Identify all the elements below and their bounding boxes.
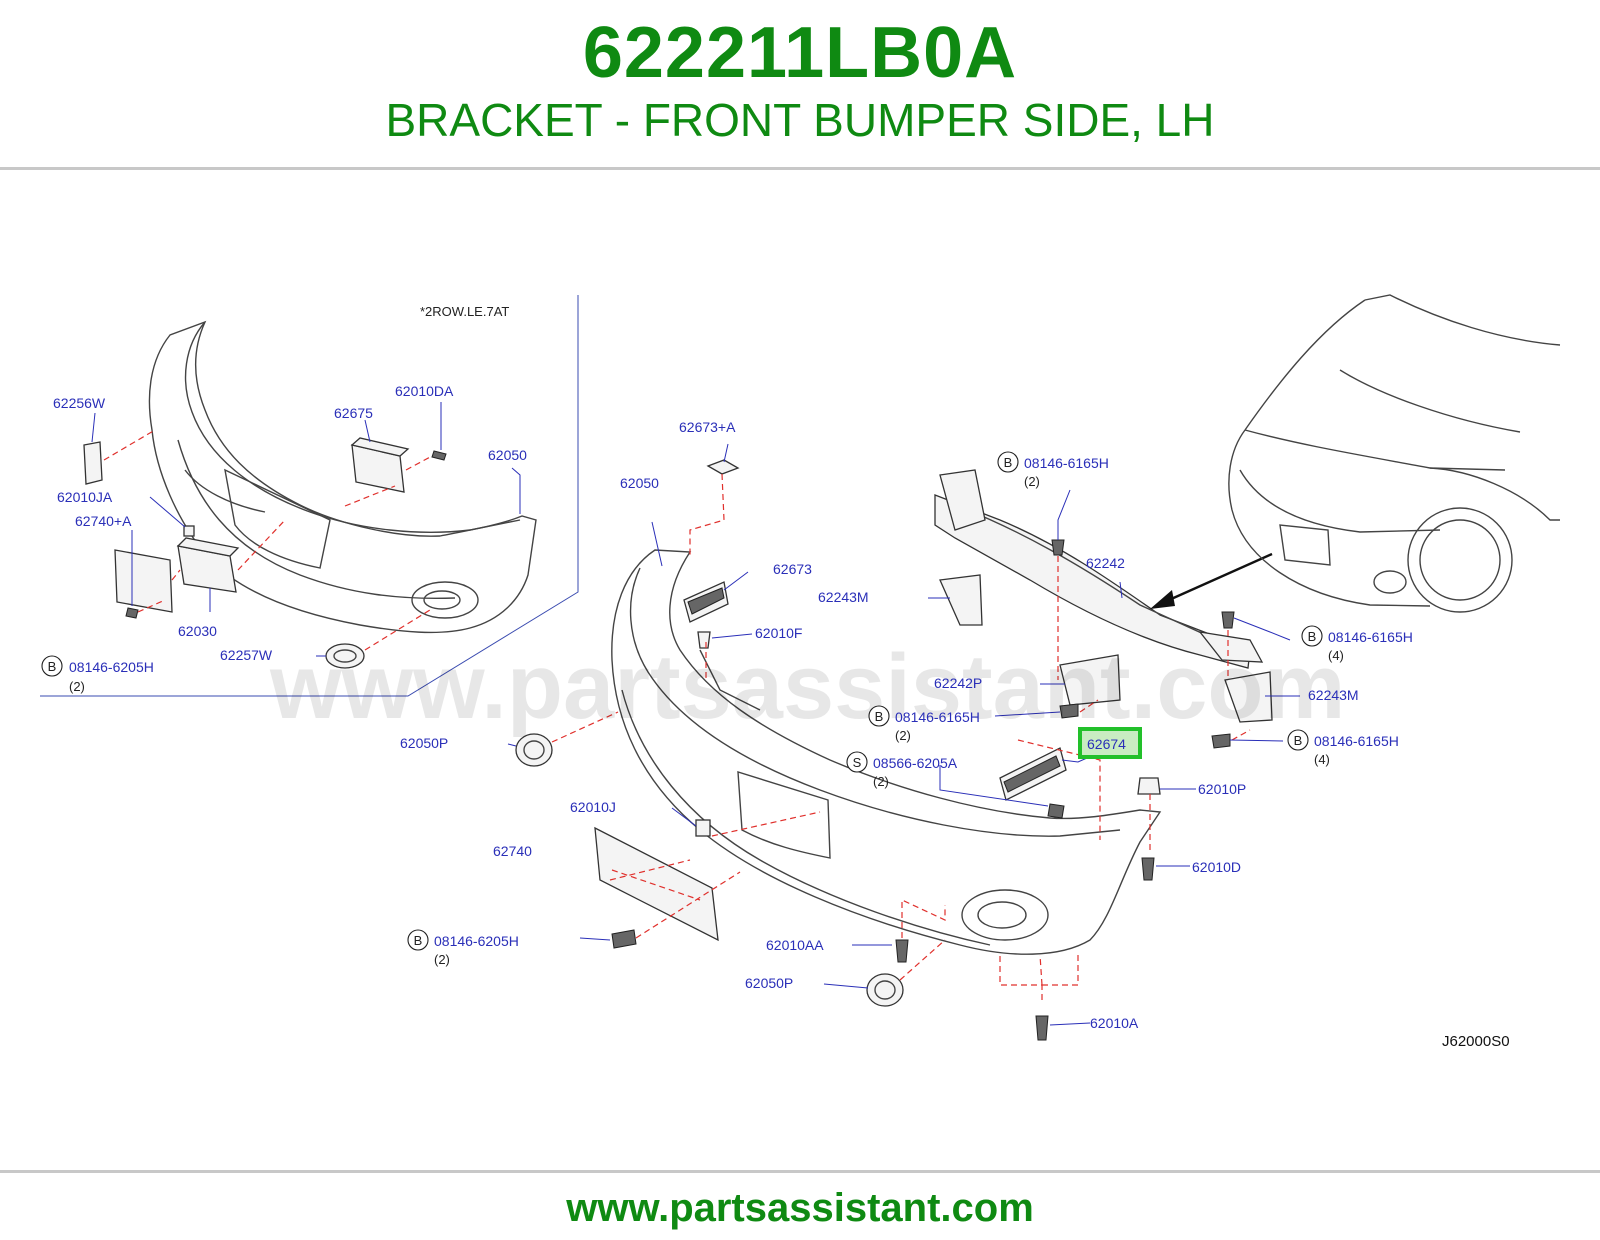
callout-label-highlighted[interactable]: 62674 [1087,736,1126,752]
watermark-text: www.partsassistant.com [269,636,1345,738]
callout-label[interactable]: 08146-6165H [1024,455,1109,471]
bolt-type-badge [1301,625,1323,647]
header-divider [0,167,1600,170]
vehicle-sketch [1228,294,1561,613]
callout-label[interactable]: 62740+A [75,513,132,529]
callout-label[interactable]: 62010A [1090,1015,1139,1031]
footer-url[interactable]: www.partsassistant.com [566,1186,1034,1230]
footer-divider [0,1170,1600,1173]
callout-label[interactable]: 62010JA [57,489,113,505]
callout-label[interactable]: 08146-6165H [1314,733,1399,749]
callout-label[interactable]: 62243M [1308,687,1359,703]
reinforcement-drawing [928,469,1300,749]
inset-bumper-drawing [40,295,579,697]
variant-note: *2ROW.LE.7AT [420,304,509,319]
callout-label[interactable]: 62242P [934,675,982,691]
callout-label[interactable]: 62010P [1198,781,1246,797]
callout-label[interactable]: 62242 [1086,555,1125,571]
bolt-type-letter: B [1294,733,1303,748]
callout-label[interactable]: 62256W [53,395,106,411]
part-description: BRACKET - FRONT BUMPER SIDE, LH [385,94,1215,146]
bolt-type-letter: B [1308,629,1317,644]
callout-label[interactable]: 62050P [745,975,793,991]
bolt-type-letter: B [875,709,884,724]
callout-label[interactable]: 08146-6205H [434,933,519,949]
callout-qty: (4) [1314,752,1330,767]
callout-labels: 62256W 62675 62010DA 62050 62010JA 62740… [41,383,1413,1031]
callout-qty: (2) [434,952,450,967]
callout-label[interactable]: 62675 [334,405,373,421]
bolt-type-badge [41,655,63,677]
highlighted-part-box [1078,727,1142,759]
callout-label[interactable]: 62740 [493,843,532,859]
callout-qty: (2) [69,679,85,694]
screw-type-badge [846,751,868,773]
callout-label[interactable]: 08566-6205A [873,755,958,771]
callout-label[interactable]: 62050 [620,475,659,491]
callout-qty: (2) [873,774,889,789]
callout-label[interactable]: 62050P [400,735,448,751]
drawing-code: J62000S0 [1442,1033,1510,1050]
bolt-type-letter: B [1004,455,1013,470]
callout-qty: (2) [1024,474,1040,489]
callout-label[interactable]: 62010F [755,625,802,641]
bolt-type-letter: B [414,933,423,948]
callout-label[interactable]: 62010AA [766,937,824,953]
main-bumper-drawing [611,549,1162,955]
bolt-type-badge [1287,729,1309,751]
callout-label[interactable]: 62010J [570,799,616,815]
callout-label[interactable]: 62673+A [679,419,736,435]
part-number-title: 622211LB0A [582,13,1018,93]
bolt-type-badge [868,705,890,727]
callout-qty: (2) [895,728,911,743]
callout-label[interactable]: 08146-6165H [895,709,980,725]
bolt-type-badge [407,929,429,951]
callout-label[interactable]: 62050 [488,447,527,463]
callout-label[interactable]: 62673 [773,561,812,577]
callout-label[interactable]: 62010DA [395,383,454,399]
callout-label[interactable]: 62257W [220,647,273,663]
callout-label[interactable]: 62010D [1192,859,1241,875]
main-parts [507,443,1196,1041]
callout-label[interactable]: 62030 [178,623,217,639]
callout-label[interactable]: 62243M [818,589,869,605]
bolt-type-badge [997,451,1019,473]
callout-label[interactable]: 08146-6165H [1328,629,1413,645]
bolt-type-letter: B [48,659,57,674]
page-header: 622211LB0A BRACKET - FRONT BUMPER SIDE, … [0,0,1600,168]
callout-label[interactable]: 08146-6205H [69,659,154,675]
callout-qty: (4) [1328,648,1344,663]
screw-type-letter: S [853,755,862,770]
